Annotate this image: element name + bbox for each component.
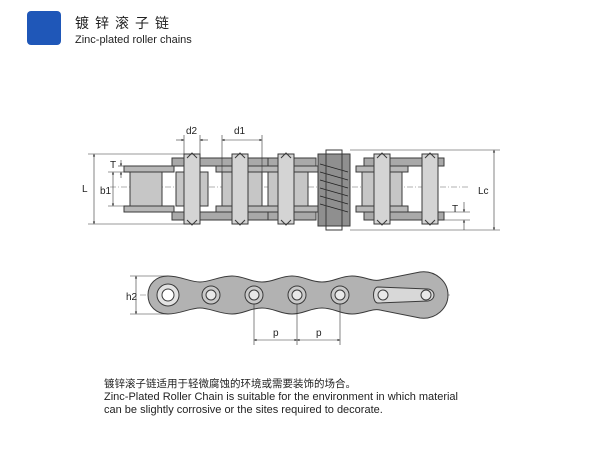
chain-top-view [110,149,470,231]
description-english-line-1: Zinc-Plated Roller Chain is suitable for… [104,391,458,403]
label-Lc: Lc [478,186,489,197]
page-title-english: Zinc-plated roller chains [75,34,192,46]
brand-logo-square [27,11,61,45]
label-b1: b1 [100,186,112,197]
label-pitch-1: p [273,328,279,339]
label-d1: d1 [234,126,246,137]
product-description: 镀锌滚子链适用于轻微腐蚀的环境或需要装饰的场合。 Zinc-Plated Rol… [104,378,524,417]
description-english-line-2: can be slightly corrosive or the sites r… [104,404,383,416]
chain-side-view [140,271,450,319]
top-view-dimensions [88,135,500,231]
label-h2: h2 [126,292,138,303]
label-L: L [82,184,88,195]
side-view-dimensions [130,275,341,345]
label-T-left: T [110,160,116,171]
label-d2: d2 [186,126,198,137]
description-chinese: 镀锌滚子链适用于轻微腐蚀的环境或需要装饰的场合。 [104,378,356,390]
label-pitch-2: p [316,328,322,339]
label-T-right: T [452,204,458,215]
page-title-chinese: 镀锌滚子链 [75,16,175,32]
